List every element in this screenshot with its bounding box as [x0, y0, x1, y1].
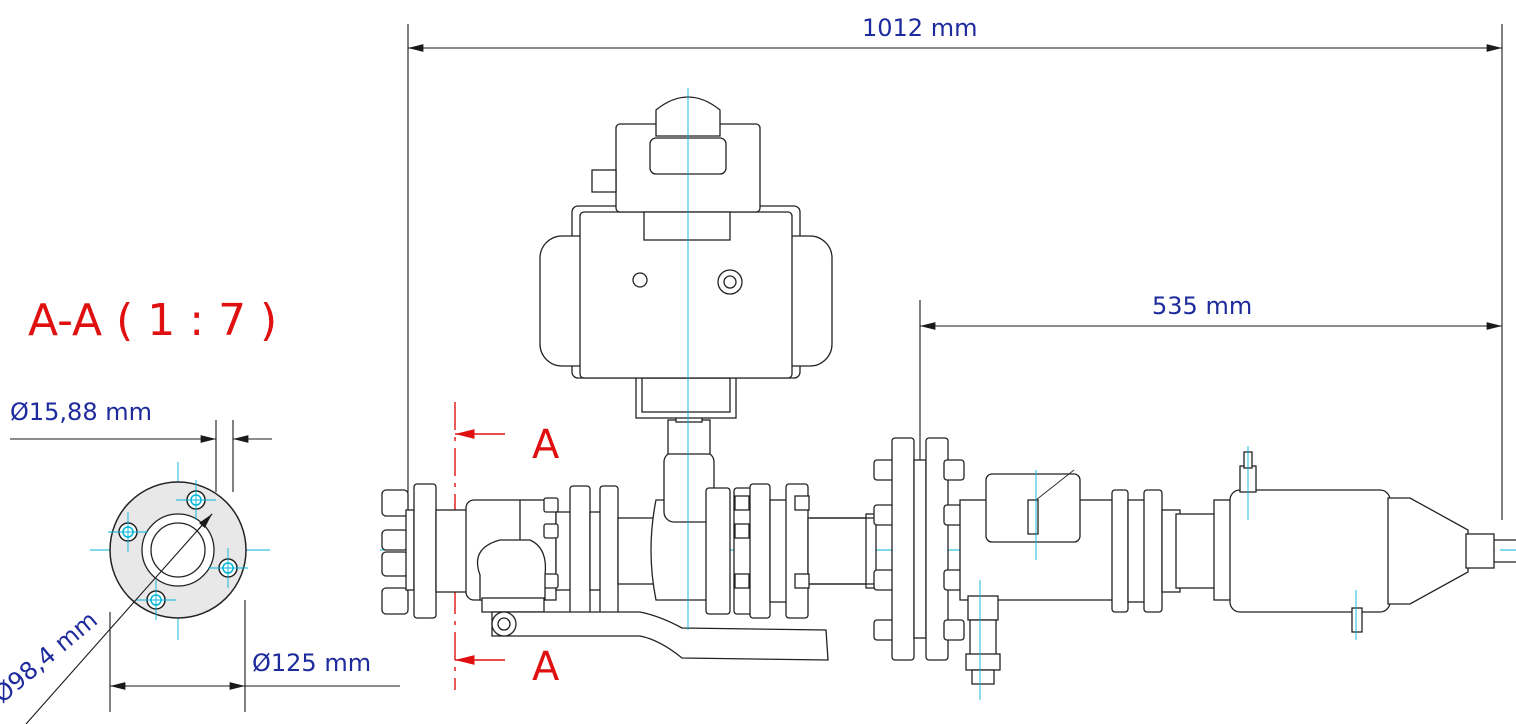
ball-valve — [650, 375, 721, 601]
dim-partial-length: 535 mm — [1152, 292, 1252, 320]
inlet-flange — [381, 483, 469, 619]
central-flange — [873, 437, 965, 661]
section-cut-marks: A A — [454, 402, 560, 690]
dim-overall-length: 1012 mm — [862, 14, 977, 42]
dim-outer-diameter: Ø125 mm — [252, 649, 371, 677]
section-view-a-a: A-A ( 1 : 7 ) — [0, 295, 400, 724]
cut-label-top: A — [532, 422, 560, 468]
bolt-holes — [108, 480, 248, 620]
cut-label-bottom: A — [532, 644, 560, 690]
dim-bolt-circle: Ø98,4 mm — [0, 606, 103, 709]
sensor-body — [1175, 451, 1516, 633]
valve-lever — [476, 539, 829, 661]
dim-hole-diameter: Ø15,88 mm — [10, 398, 152, 426]
section-title: A-A ( 1 : 7 ) — [28, 295, 277, 346]
pneumatic-actuator — [539, 96, 833, 419]
main-view: 1012 mm 535 mm A A — [380, 14, 1516, 700]
